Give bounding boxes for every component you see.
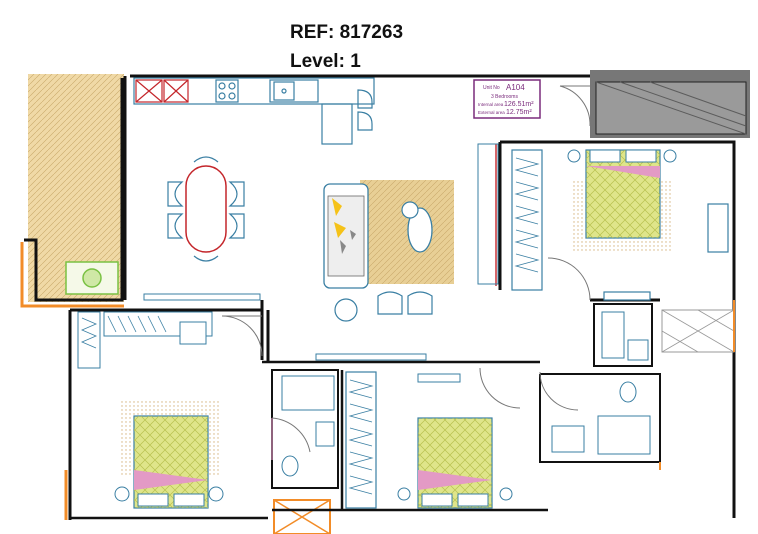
- bedroom-count: 3 Bedrooms: [491, 94, 518, 100]
- inner-walls: [70, 360, 548, 520]
- external-area-label: External area: [478, 110, 505, 115]
- terrace: [20, 74, 124, 308]
- internal-area-label: Internal area: [478, 102, 504, 107]
- internal-area-value: 126.51m²: [504, 101, 534, 108]
- outer-walls: [68, 74, 736, 520]
- bathroom-1: [271, 369, 339, 534]
- dining-table: [167, 156, 245, 262]
- stair-core: [590, 70, 750, 138]
- level-label: Level: 1: [290, 51, 361, 72]
- bedroom-1: [511, 149, 729, 301]
- ensuite-1: [593, 300, 735, 367]
- planter: [65, 261, 119, 295]
- bathroom-2: [539, 371, 661, 470]
- bedroom-3: [345, 367, 521, 509]
- bedroom-2: [64, 311, 263, 520]
- unit-info-box: Unit No A104 3 Bedrooms Internal area 12…: [473, 79, 541, 119]
- unit-prefix: Unit No: [483, 85, 500, 91]
- external-area-value: 12.75m²: [506, 109, 532, 116]
- living-area: [323, 180, 454, 322]
- unit-number: A104: [506, 83, 525, 92]
- kitchen-counter: [133, 77, 375, 145]
- reference-number: REF: 817263: [290, 22, 404, 43]
